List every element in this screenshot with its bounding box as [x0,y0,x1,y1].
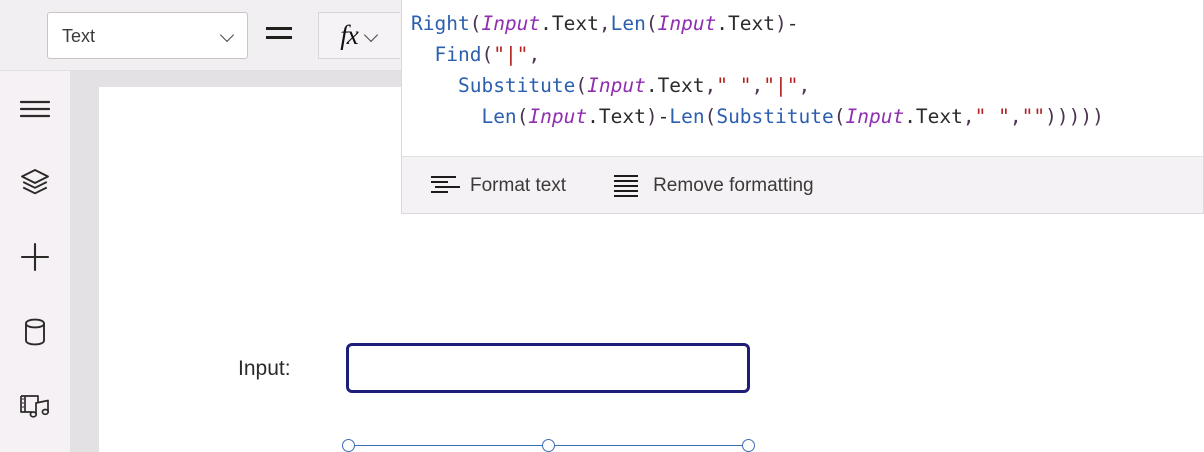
resize-handle-top-center[interactable] [541,438,555,452]
formula-token-op: - [657,105,670,128]
formula-line: Find("|", [411,39,1193,70]
input-textbox[interactable] [346,343,750,393]
formula-token-punct: , [962,105,975,128]
data-cylinder-icon [23,318,47,346]
formula-token-punct: ( [704,105,717,128]
formula-token-var: Input [481,12,541,35]
chevron-down-icon [220,28,235,43]
formula-token-fn: Len [669,105,705,128]
formula-token-fn: Substitute [457,74,576,97]
formula-token-prop: .Text [540,12,599,35]
formula-editor-toolbar: Format text Remove formatting [402,156,1203,213]
format-text-label: Format text [470,174,567,196]
remove-formatting-label: Remove formatting [653,174,814,196]
left-navigation-rail [0,71,70,452]
formula-code-editor[interactable]: Right(Input.Text,Len(Input.Text)- Find("… [402,0,1203,156]
formula-token-fn: Find [434,43,482,66]
formula-token-str: " " [716,74,752,97]
remove-formatting-button[interactable]: Remove formatting [610,165,818,205]
formula-line: Right(Input.Text,Len(Input.Text)- [411,8,1193,39]
formula-token-punct: , [598,12,611,35]
formula-token-var: Input [587,74,646,97]
fx-button[interactable]: fx [318,12,400,59]
formula-token-prop: .Text [904,105,963,128]
formula-token-op [411,105,481,128]
formula-token-punct: ( [469,12,482,35]
format-text-icon [431,175,460,195]
formula-line: Len(Input.Text)-Len(Substitute(Input.Tex… [411,101,1193,132]
formula-line: Substitute(Input.Text," ","|", [411,70,1193,101]
formula-token-fn: Substitute [716,105,834,128]
formula-token-punct: ) [775,12,787,35]
media-icon [19,392,51,420]
tree-view-layers-icon [20,168,50,196]
formula-token-prop: .Text [587,105,646,128]
formula-token-str: "|" [493,43,529,66]
formula-token-var: Input [528,105,588,128]
formula-token-punct: , [1009,105,1022,128]
formula-token-fn: Len [610,12,646,35]
formula-token-fn: Len [481,105,517,128]
formula-token-var: Input [657,12,717,35]
hamburger-menu-icon [20,99,50,119]
formula-token-str: "" [1021,105,1046,128]
property-dropdown[interactable]: Text [47,12,248,59]
formula-token-fn: Right [411,12,470,35]
fx-icon: fx [340,20,358,50]
formula-token-punct: ))))) [1045,105,1104,128]
formula-token-punct: ) [645,105,658,128]
formula-token-punct: , [798,74,811,97]
property-dropdown-value: Text [62,25,96,46]
selected-label-control[interactable] [341,438,755,452]
sidebar-item-menu[interactable] [0,83,70,135]
formula-token-punct: ( [645,12,658,35]
formula-editor-panel: Right(Input.Text,Len(Input.Text)- Find("… [401,0,1204,214]
formula-token-punct: ( [575,74,588,97]
formula-token-punct: , [704,74,717,97]
resize-handle-top-left[interactable] [341,438,355,452]
equals-sign [266,23,294,47]
resize-handle-top-right[interactable] [741,438,755,452]
sidebar-item-insert[interactable] [0,231,70,283]
sidebar-item-tree-view[interactable] [0,156,70,208]
formula-token-punct: ( [516,105,529,128]
formula-token-prop: .Text [716,12,775,35]
formula-token-punct: , [528,43,541,66]
input-field-label: Input: [238,357,291,380]
formula-token-punct: ( [833,105,846,128]
format-text-button[interactable]: Format text [427,165,570,205]
sidebar-item-data[interactable] [0,306,70,358]
sidebar-item-media[interactable] [0,380,70,432]
formula-token-op [411,74,458,97]
formula-token-op: - [786,12,799,35]
formula-token-op [411,43,434,66]
formula-token-punct: ( [481,43,494,66]
remove-formatting-icon [614,175,640,198]
formula-token-punct: , [751,74,764,97]
formula-token-str: "|" [763,74,799,97]
formula-token-str: " " [974,105,1010,128]
chevron-down-icon [364,28,379,43]
formula-token-prop: .Text [645,74,705,97]
formula-token-var: Input [845,105,905,128]
insert-plus-icon [20,242,50,272]
